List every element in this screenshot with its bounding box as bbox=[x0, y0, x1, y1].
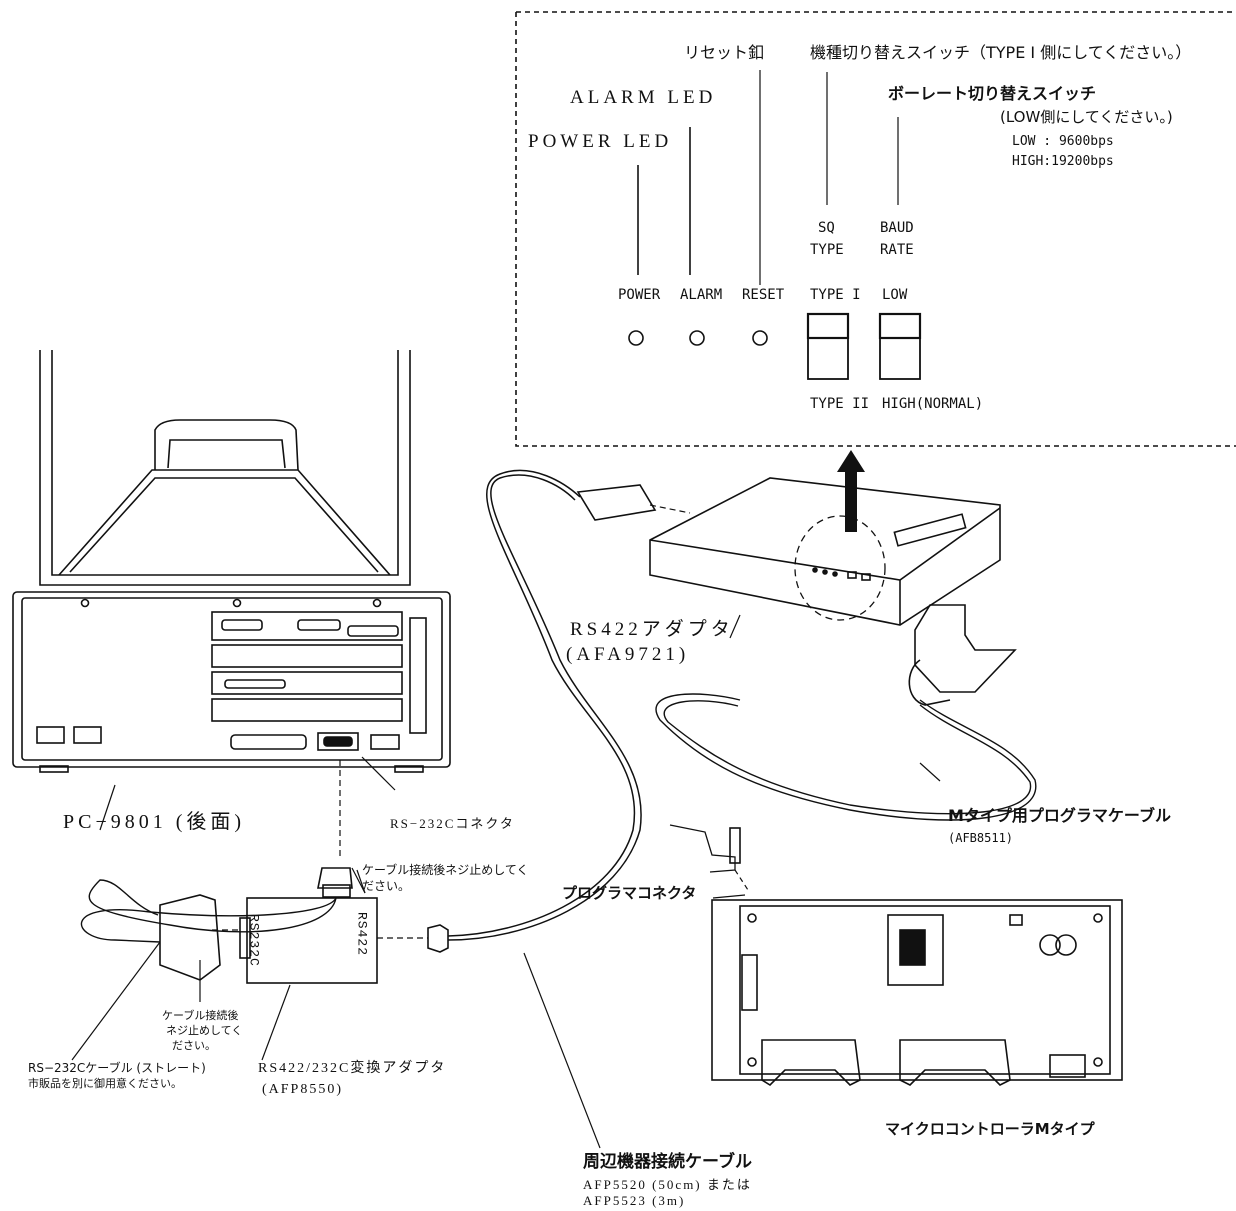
screw-note-2a: ケーブル接続後 bbox=[162, 1010, 238, 1021]
type-label: TYPE bbox=[810, 243, 844, 257]
sq-label: SQ bbox=[818, 221, 835, 235]
rs232c-cable-note: 市販品を別に御用意ください。 bbox=[28, 1078, 182, 1089]
rs232c-cable-label: RS−232Cケーブル (ストレート) bbox=[28, 1062, 206, 1074]
baud-switch-label: ボーレート切り替えスイッチ bbox=[888, 86, 1096, 102]
power-label: POWER bbox=[618, 288, 660, 302]
peripheral-cable-label: 周辺機器接続ケーブル bbox=[583, 1154, 752, 1171]
screw-note-1a: ケーブル接続後ネジ止めしてく bbox=[362, 864, 529, 876]
panel-detail-box bbox=[516, 12, 1236, 446]
rate-label: RATE bbox=[880, 243, 914, 257]
high-normal-label: HIGH(NORMAL) bbox=[882, 397, 983, 411]
peripheral-model-b: AFP5523 (3m) bbox=[583, 1194, 685, 1207]
adapter-rs232c-label: RS232C bbox=[247, 914, 262, 967]
alarm-led-label: ALARM LED bbox=[570, 88, 716, 107]
reset-button-label: リセット釦 bbox=[684, 45, 764, 61]
rs422-232c-converter bbox=[240, 898, 448, 983]
peripheral-model-a: AFP5520 (50cm) または bbox=[583, 1178, 752, 1191]
screw-note-1b: ださい。 bbox=[362, 880, 410, 892]
alarm-led-icon bbox=[690, 331, 704, 345]
m-cable-model: (AFB8511) bbox=[948, 832, 1013, 844]
power-led-label: POWER LED bbox=[528, 132, 672, 151]
power-led-icon bbox=[629, 331, 643, 345]
low-rate-text: LOW : 9600bps bbox=[1012, 135, 1114, 148]
adapter-rs422-label: RS422 bbox=[355, 912, 370, 956]
alarm-label: ALARM bbox=[680, 288, 722, 302]
programmer-connector-label: プログラマコネクタ bbox=[562, 886, 696, 901]
rs232c-connector-label: RS−232Cコネクタ bbox=[390, 817, 515, 830]
rs422-adapter bbox=[650, 478, 1015, 705]
converter-model: (AFP8550) bbox=[262, 1083, 343, 1097]
reset-label: RESET bbox=[742, 288, 784, 302]
rs232c-cable bbox=[81, 760, 352, 980]
zoom-arrow-icon bbox=[837, 450, 865, 532]
screw-note-2c: ださい。 bbox=[172, 1040, 216, 1051]
micro-m-label: マイクロコントローラMタイプ bbox=[885, 1122, 1095, 1137]
high-rate-text: HIGH:19200bps bbox=[1012, 155, 1114, 168]
type1-label: TYPE I bbox=[810, 288, 861, 302]
reset-button-icon[interactable] bbox=[753, 331, 767, 345]
baud-label: BAUD bbox=[880, 221, 914, 235]
rs422-adapter-label: RS422アダプタ bbox=[570, 620, 734, 639]
m-cable-label: Mタイプ用プログラマケーブル bbox=[948, 808, 1171, 824]
type2-label: TYPE II bbox=[810, 397, 869, 411]
low-label: LOW bbox=[882, 288, 907, 302]
m-programmer-cable bbox=[656, 694, 1036, 890]
converter-label: RS422/232C変換アダプタ bbox=[258, 1062, 446, 1076]
adapter-labels: RS232C RS422 bbox=[247, 912, 370, 967]
rs422-adapter-model: (AFA9721) bbox=[566, 645, 689, 664]
baud-rate-switch[interactable] bbox=[880, 314, 920, 379]
pc-9801 bbox=[13, 350, 450, 772]
baud-switch-note: (LOW側にしてください。) bbox=[1000, 110, 1173, 125]
sq-type-switch[interactable] bbox=[808, 314, 848, 379]
pc-label: PC−9801 (後面) bbox=[63, 812, 245, 832]
screw-note-2b: ネジ止めしてく bbox=[166, 1025, 242, 1036]
microcontroller-m-board bbox=[712, 900, 1122, 1085]
type-switch-label: 機種切り替えスイッチ（TYPE I 側にしてください。） bbox=[810, 45, 1191, 61]
